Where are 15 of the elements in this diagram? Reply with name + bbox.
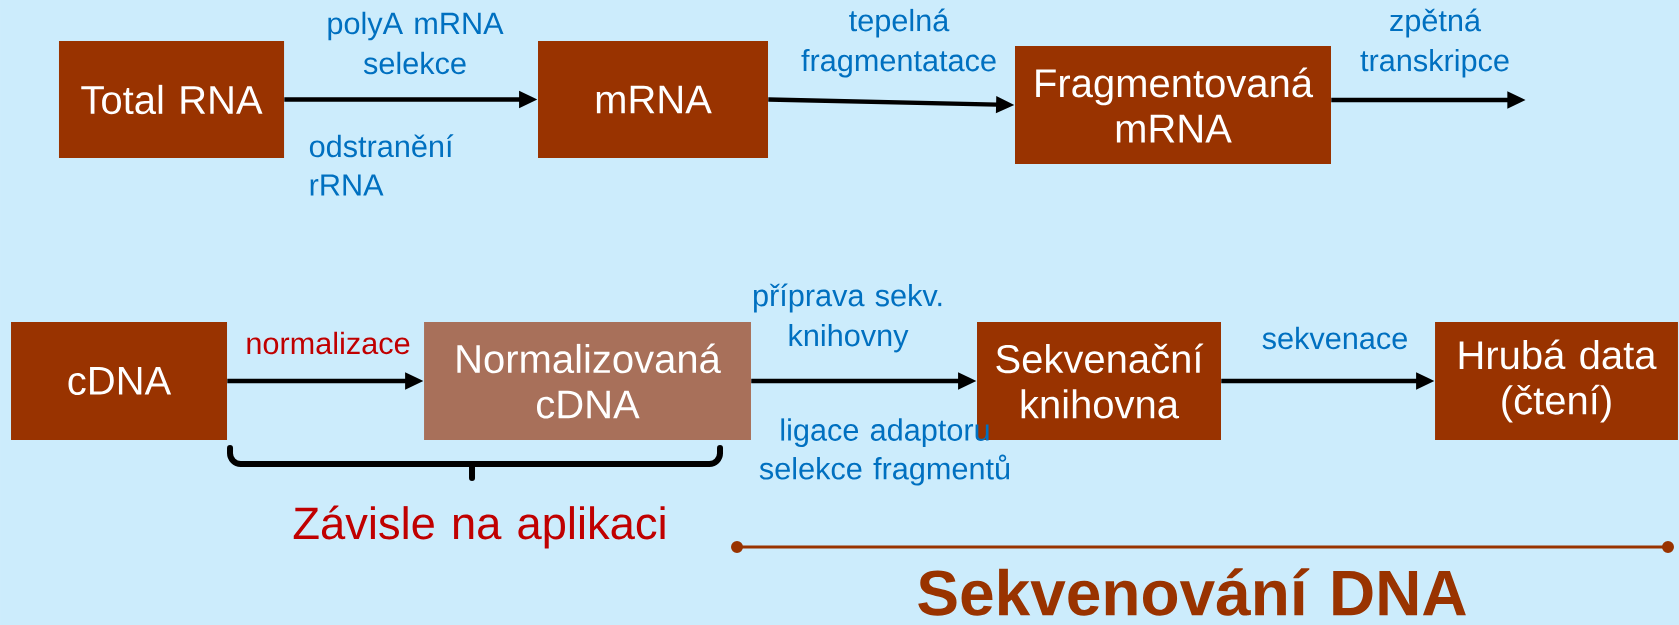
process-box: cDNA — [11, 322, 227, 440]
edge-label: normalizace — [247, 331, 410, 355]
brace-label: Závisle na aplikaci — [293, 505, 665, 549]
edge-label: zpětná transkripce — [1360, 8, 1509, 78]
process-box: Total RNA — [59, 40, 285, 159]
edge-label: polyA mRNA selekce — [328, 11, 504, 75]
step-label: odstranění rRNA — [309, 134, 454, 196]
process-box: Normalizovaná cDNA — [424, 322, 751, 440]
edge-label: sekvenace — [1262, 326, 1407, 350]
process-box: Hrubá data (čtení) — [1435, 322, 1678, 440]
edge-label: tepelná fragmentatace — [801, 8, 996, 78]
process-box: mRNA — [538, 40, 768, 159]
process-box: Fragmentovaná mRNA — [1015, 46, 1331, 164]
section-heading: Sekvenování DNA — [918, 568, 1466, 616]
edge-label: příprava sekv. knihovny — [754, 283, 942, 353]
